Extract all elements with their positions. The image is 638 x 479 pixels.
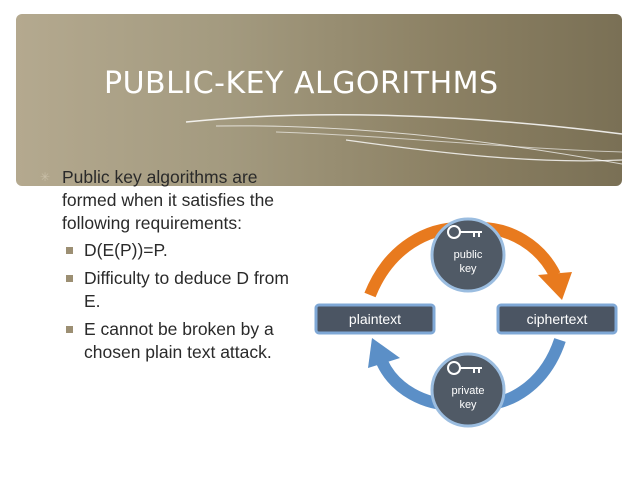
key-icon xyxy=(447,225,482,239)
public-key-diagram: public key private key plaintext ciphert… xyxy=(314,217,618,428)
private-key-label-line2: key xyxy=(459,399,477,411)
decorative-swoosh xyxy=(185,114,622,165)
private-key-node: private key xyxy=(430,352,506,428)
list-item: ✳ Public key algorithms are formed when … xyxy=(40,166,300,235)
plaintext-label: plaintext xyxy=(349,311,401,327)
sub-list-item: D(E(P))=P. xyxy=(40,239,300,262)
key-icon xyxy=(447,361,482,375)
sub-list-item: E cannot be broken by a chosen plain tex… xyxy=(40,318,300,364)
ciphertext-label: ciphertext xyxy=(527,311,588,327)
sub-item-text: D(E(P))=P. xyxy=(84,240,168,260)
private-key-label-line1: private xyxy=(451,385,484,397)
square-bullet-icon xyxy=(66,326,73,333)
ciphertext-box: ciphertext xyxy=(496,303,618,335)
bullet-list: ✳ Public key algorithms are formed when … xyxy=(40,166,300,369)
encrypt-arrowhead xyxy=(538,272,572,300)
bullet-text: Public key algorithms are formed when it… xyxy=(62,167,275,233)
sub-item-text: Difficulty to deduce D from E. xyxy=(84,268,289,311)
square-bullet-icon xyxy=(66,275,73,282)
plaintext-box: plaintext xyxy=(314,303,436,335)
sub-item-text: E cannot be broken by a chosen plain tex… xyxy=(84,319,274,362)
public-key-label-line1: public xyxy=(454,249,483,261)
page-title: PUBLIC-KEY ALGORITHMS xyxy=(104,66,499,101)
sub-list-item: Difficulty to deduce D from E. xyxy=(40,267,300,313)
public-key-label-line2: key xyxy=(459,263,477,275)
title-banner: PUBLIC-KEY ALGORITHMS xyxy=(16,14,622,186)
square-bullet-icon xyxy=(66,247,73,254)
decrypt-arrowhead xyxy=(368,338,400,368)
asterisk-bullet-icon: ✳ xyxy=(40,170,51,184)
public-key-node: public key xyxy=(430,217,506,293)
